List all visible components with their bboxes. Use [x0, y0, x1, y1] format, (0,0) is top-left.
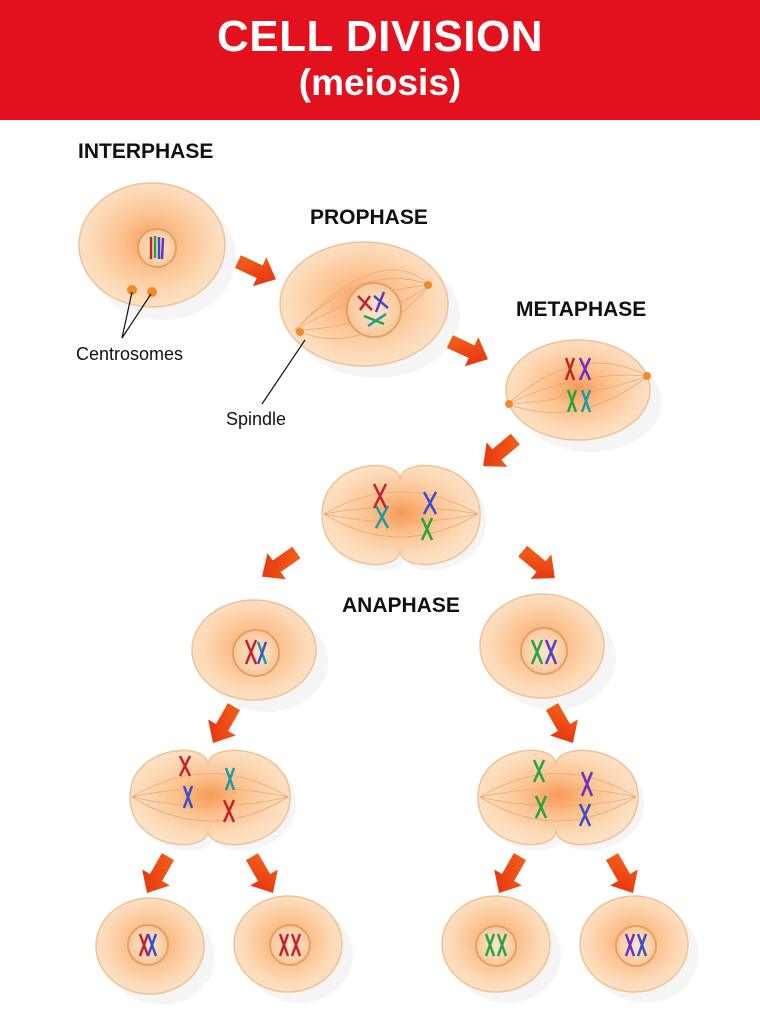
title-banner: CELL DIVISION (meiosis) [0, 0, 760, 120]
gamete-cell-2 [233, 895, 353, 1003]
arrow-icon [512, 538, 566, 591]
daughter-cell-right [479, 593, 616, 710]
label-centrosomes: Centrosomes [76, 344, 184, 364]
arrow-icon [238, 848, 287, 902]
arrow-icon [231, 247, 283, 294]
meiosis-ii-dividing-cell-left [129, 749, 296, 851]
gamete-cell-3 [441, 895, 561, 1003]
daughter-cell-left [191, 599, 328, 712]
label-prophase: PROPHASE [310, 206, 428, 229]
meiosis-ii-dividing-cell-right [477, 749, 644, 851]
arrow-icon [133, 848, 182, 902]
label-spindle: Spindle [226, 409, 287, 429]
arrow-icon [472, 426, 526, 479]
anaphase-dividing-cell [321, 464, 486, 571]
centrosome-icon [147, 287, 157, 297]
arrow-icon [252, 539, 306, 590]
gamete-cell-1 [95, 897, 215, 1005]
label-anaphase: ANAPHASE [342, 594, 460, 617]
prophase-cell [279, 241, 460, 378]
diagram-title: CELL DIVISION [217, 12, 543, 61]
label-metaphase: METAPHASE [516, 298, 647, 321]
centrosomes-pointer [121, 291, 152, 339]
metaphase-cell [505, 339, 662, 452]
arrow-icon [485, 848, 534, 902]
gamete-cell-4 [579, 895, 699, 1003]
centrosome-icon [127, 285, 137, 295]
diagram-subtitle: (meiosis) [298, 62, 462, 103]
interphase-cell [78, 182, 236, 320]
spindle-pointer [261, 339, 306, 405]
arrow-icon [598, 848, 647, 902]
label-interphase: INTERPHASE [78, 140, 214, 163]
